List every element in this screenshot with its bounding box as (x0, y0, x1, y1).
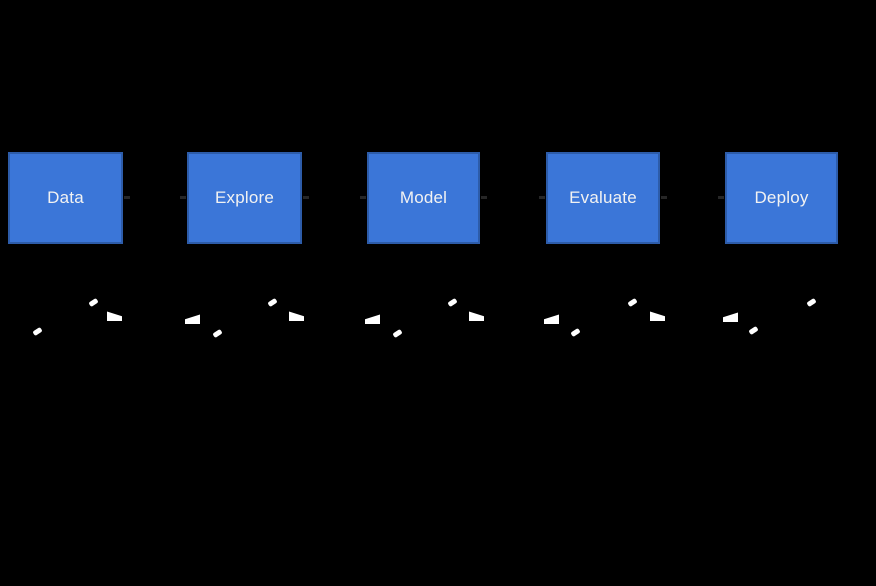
curve-dash-icon (392, 328, 403, 339)
flow-node-data: Data (8, 152, 123, 244)
edge-stub (180, 196, 186, 199)
flow-node-explore: Explore (187, 152, 302, 244)
curve-dash-icon (212, 328, 223, 339)
curve-dash-icon (88, 297, 99, 308)
curve-dash-icon (627, 297, 638, 308)
edge-stub (661, 196, 667, 199)
curve-dash-icon (267, 297, 278, 308)
flow-node-deploy-label: Deploy (754, 188, 809, 207)
curve-dash-icon (32, 326, 43, 337)
edge-stub (124, 196, 130, 199)
flow-node-deploy: Deploy (725, 152, 838, 244)
curve-dash-icon (748, 325, 759, 336)
edge-stub (360, 196, 366, 199)
curve-dash-icon (806, 297, 817, 308)
curve-dash-icon (570, 327, 581, 338)
feedback-arrowhead-left-icon (650, 311, 665, 321)
edge-stub (718, 196, 724, 199)
edge-stub (481, 196, 487, 199)
edge-stub (539, 196, 545, 199)
flow-node-evaluate-label: Evaluate (569, 188, 637, 207)
feedback-arrowhead-left-icon (469, 311, 484, 321)
flow-node-data-label: Data (47, 188, 84, 207)
feedback-arrowhead-left-icon (289, 311, 304, 321)
flow-node-evaluate: Evaluate (546, 152, 660, 244)
feedback-arrowhead-right-icon (185, 314, 200, 324)
feedback-arrowhead-left-icon (107, 311, 122, 321)
feedback-arrowhead-right-icon (723, 312, 738, 322)
edge-stub (303, 196, 309, 199)
curve-dash-icon (447, 297, 458, 308)
feedback-arrowhead-right-icon (544, 314, 559, 324)
feedback-arrowhead-right-icon (365, 314, 380, 324)
flow-node-explore-label: Explore (214, 188, 275, 207)
flow-node-model: Model (367, 152, 480, 244)
flow-node-model-label: Model (399, 188, 448, 207)
